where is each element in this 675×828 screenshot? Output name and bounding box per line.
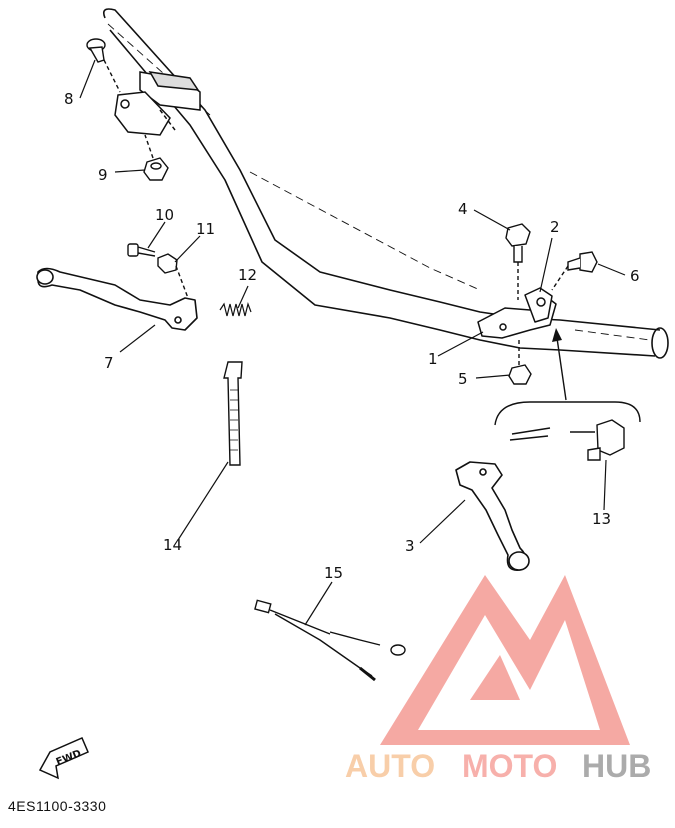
watermark-logo: AUTO MOTO HUB	[345, 575, 651, 784]
callout-3: 3	[405, 537, 415, 555]
screw-6	[551, 251, 598, 291]
lever-3	[455, 461, 530, 572]
wire-harness-15	[254, 599, 406, 682]
callout-13: 13	[592, 510, 611, 528]
callout-1: 1	[428, 350, 438, 368]
callout-8: 8	[64, 90, 74, 108]
lever-7	[36, 267, 198, 331]
watermark-hub: HUB	[582, 748, 651, 784]
bolt-10	[127, 243, 156, 257]
bolt-4	[505, 223, 531, 300]
inset-pointer	[552, 328, 567, 401]
callout-15: 15	[324, 564, 343, 582]
nut-11	[157, 253, 189, 299]
bolt-8	[86, 38, 121, 93]
watermark-moto: MOTO	[462, 748, 557, 784]
callout-2: 2	[550, 218, 560, 236]
lever-bracket-left	[114, 71, 201, 136]
cable-strap-14	[223, 361, 243, 466]
callout-9: 9	[98, 166, 108, 184]
holder-1	[477, 287, 557, 339]
fwd-indicator-icon: FWD	[38, 737, 89, 780]
inset-switch-13	[494, 401, 641, 461]
watermark-auto: AUTO	[345, 748, 435, 784]
leader-lines	[79, 59, 626, 626]
callout-5: 5	[458, 370, 468, 388]
handlebar	[102, 8, 669, 359]
callout-10: 10	[155, 206, 174, 224]
nut-5	[508, 340, 532, 385]
callout-14: 14	[163, 536, 182, 554]
callout-7: 7	[104, 354, 114, 372]
callout-6: 6	[630, 267, 640, 285]
nut-9	[143, 134, 169, 181]
spring-12	[219, 301, 252, 317]
callout-4: 4	[458, 200, 468, 218]
callout-11: 11	[196, 220, 215, 238]
part-code: 4ES1100-3330	[8, 798, 107, 814]
callout-12: 12	[238, 266, 257, 284]
